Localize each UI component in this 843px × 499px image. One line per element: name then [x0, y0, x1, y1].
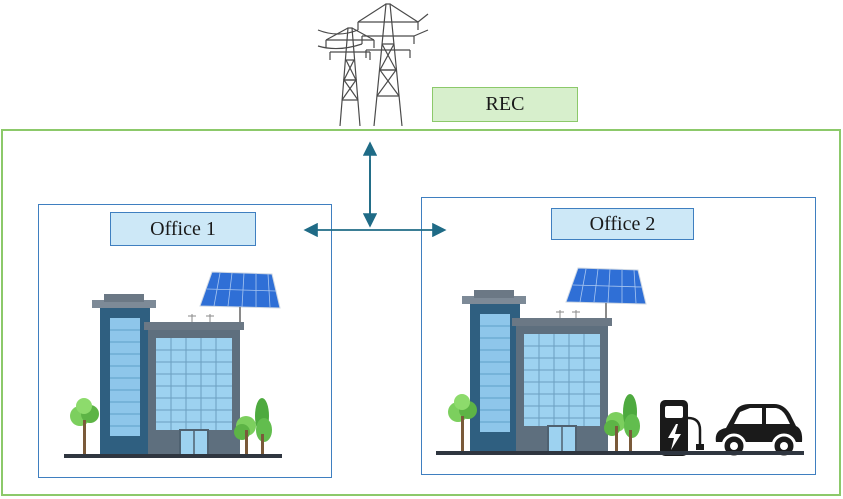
office-2-label: Office 2 [589, 212, 656, 235]
rec-label-box: REC [432, 87, 578, 122]
power-pylon-icon [317, 3, 429, 127]
office-1-label-box: Office 1 [110, 212, 256, 246]
office-2-frame [421, 197, 816, 475]
office-1-frame [38, 204, 332, 478]
community-boundary [1, 129, 841, 496]
office-2-label-box: Office 2 [551, 208, 694, 240]
tree-icon [448, 394, 477, 452]
ev-charger-icon [660, 400, 704, 456]
solar-panel-icon [556, 267, 647, 322]
solar-panel-icon [188, 271, 281, 326]
office-building-icon [448, 267, 647, 453]
office-building-icon [64, 271, 282, 458]
office-1-label: Office 1 [150, 217, 216, 240]
tree-icon [70, 398, 99, 456]
electric-car-icon [715, 404, 803, 459]
ground-line [436, 451, 804, 455]
rec-label: REC [485, 93, 525, 115]
